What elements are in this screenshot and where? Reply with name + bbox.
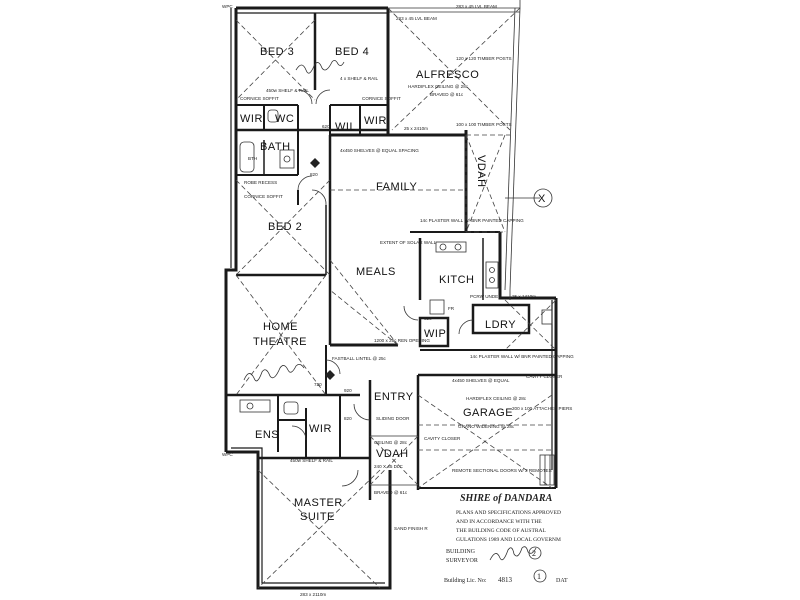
room-label-alfresco: ALFRESCO (416, 69, 479, 81)
right-edge-details (509, 0, 555, 486)
stamp-building: BUILDING (446, 549, 476, 555)
room-label-bath: BATH (260, 141, 291, 153)
note-plaster-wall: 14c PLASTER WALL W/ BNR PAINTED CAPPING (420, 218, 524, 223)
note-rail-master: 450w SHELF & RAIL (290, 458, 333, 463)
note-opening: 1200 x 25c REN OPENING (374, 338, 430, 343)
interior-walls (226, 8, 556, 500)
stamp-surveyor: SURVEYOR (446, 558, 478, 564)
room-labels: BED 3 BED 4 ALFRESCO WIR WC WIL WIR BATH… (240, 46, 516, 523)
stamp-licence-number: 4813 (498, 576, 513, 584)
stamp-circle-1: 1 (537, 572, 541, 581)
note-attached-piers: 200 x 100 ATTACHED PIERS (512, 406, 572, 411)
note-beam-ldry: 25 x 1410m (512, 294, 536, 299)
note-cornice-3: CORNICE SOFFIT (244, 194, 283, 199)
note-remote-doors: REMOTE SECTIONAL DOORS W/ 2 REMOTES (452, 468, 552, 473)
room-label-wc: WC (275, 113, 294, 125)
room-label-wip: WIP (424, 328, 446, 340)
room-label-wir-master: WIR (309, 423, 332, 435)
note-rail-bed3: 450w SHELF & RAIL (266, 88, 309, 93)
handwritten-signature-top (295, 60, 345, 74)
note-sliding: SLIDING DOOR (376, 416, 410, 421)
stamp-licence: Building Lic. No: (444, 578, 487, 584)
room-label-bed2: BED 2 (268, 221, 302, 233)
room-label-master: MASTER (294, 497, 343, 509)
dimension-920: 920 (344, 388, 352, 393)
fixtures (239, 109, 553, 415)
approval-stamp: SHIRE of DANDARA PLANS AND SPECIFICATION… (428, 490, 800, 600)
dimension-720: 720 (314, 382, 322, 387)
note-wp-right: WPC (222, 452, 233, 457)
room-label-wil: WIL (335, 121, 356, 133)
note-ceiling-vdah: CEILING @ 28c (374, 440, 408, 445)
section-marker-label: X (538, 193, 546, 205)
note-grano: GRANO WIDENING @ 28c (458, 424, 515, 429)
room-label-suite: SUITE (300, 511, 335, 523)
dimension-820-c: 820 (424, 316, 432, 321)
room-label-garage: GARAGE (463, 407, 513, 419)
room-label-wir-right: WIR (364, 115, 387, 127)
room-label-bed3: BED 3 (260, 46, 294, 58)
room-label-vdah-bottom: VDAH (376, 448, 409, 460)
note-cavity-closer: CAVITY CLOSER (526, 374, 563, 379)
stamp-date-label: DAT (556, 578, 568, 584)
stamp-shire-title: SHIRE of DANDARA (460, 493, 553, 504)
room-label-kitch: KITCH (439, 274, 475, 286)
room-label-vdah-top: VDAH (475, 155, 487, 188)
room-label-meals: MEALS (356, 266, 396, 278)
note-braved: BRAVED @ 61c (430, 92, 464, 97)
note-cornice-1: CORNICE SOFFIT (240, 96, 279, 101)
dashed-lines (235, 7, 557, 589)
note-fr: FR (448, 306, 455, 311)
note-ceiling-alfresco: HARDIFLEX CEILING @ 28c (408, 84, 469, 89)
room-label-wir-left: WIR (240, 113, 263, 125)
dimension-620: 620 (322, 124, 330, 129)
note-robe-recess: ROBE RECESS (244, 180, 277, 185)
stamp-line-1: PLANS AND SPECIFICATIONS APPROVED (456, 510, 561, 516)
section-marker: X (505, 188, 553, 208)
note-shelves-garage: 4x450 SHELVES @ EQUAL (452, 378, 510, 383)
note-cavity-closer-2: CAVITY CLOSER (424, 436, 461, 441)
note-bth: BTH (248, 156, 257, 161)
stamp-line-4: GULATIONS 1989 AND LOCAL GOVERNM (456, 537, 561, 543)
note-cornice-2: CORNICE SOFFIT (362, 96, 401, 101)
stamp-line-3: THE BUILDING CODE OF AUSTRAL (456, 528, 546, 534)
note-timber-posts-2: 100 x 100 TIMBER POSTS (456, 122, 512, 127)
note-shelves-bed4: 4 x SHELF & RAIL (340, 76, 378, 81)
note-beam-top-2: 283 x 45 LVL BEAM (456, 4, 497, 9)
door-swings (291, 89, 474, 487)
note-shelves-family: 4x450 SHELVES @ EQUAL SPACING (340, 148, 419, 153)
note-beam-mid: 25 x 2410m (404, 126, 428, 131)
note-braved-2: BRAVED @ 61c (374, 490, 408, 495)
handwritten-signature-mid (243, 364, 305, 382)
note-plaster-wall-2: 14c PLASTER WALL W/ BNR PAINTED CAPPING (470, 354, 574, 359)
note-wp-left: WPC (222, 4, 233, 9)
plan-annotations: 283 x 45 LVL BEAM 283 x 45 LVL BEAM HARD… (222, 4, 574, 597)
note-vdah-size: 240 X 45 DLC (374, 464, 404, 469)
stamp-circle-2: 2 (532, 549, 536, 558)
room-label-entry: ENTRY (374, 391, 414, 403)
note-timber-posts-1: 120 x 120 TIMBER POSTS (456, 56, 512, 61)
dimension-820-b: 820 (344, 416, 352, 421)
room-label-home: HOME (263, 321, 298, 333)
room-label-ens: ENS (255, 429, 279, 441)
note-beam-top-1: 283 x 45 LVL BEAM (396, 16, 437, 21)
room-label-family: FAMILY (376, 181, 417, 193)
room-label-ldry: LDRY (485, 319, 516, 331)
room-label-theatre: THEATRE (253, 336, 307, 348)
note-hardiflex-garage: HARDIFLEX CEILING @ 28c (466, 396, 527, 401)
note-lintel: FASTBALL LINTEL @ 25c (332, 356, 387, 361)
note-pcrw: PCRW UNDER (470, 294, 502, 299)
dimension-820: 820 (310, 172, 318, 177)
room-label-bed4: BED 4 (335, 46, 369, 58)
note-beam-bottom: 283 x 2110m (300, 592, 326, 597)
stamp-line-2: AND IN ACCORDANCE WITH THE (456, 519, 542, 525)
note-solar-wall: EXTENT OF SOLAR WALL (380, 240, 437, 245)
diamond-symbols (310, 158, 335, 380)
